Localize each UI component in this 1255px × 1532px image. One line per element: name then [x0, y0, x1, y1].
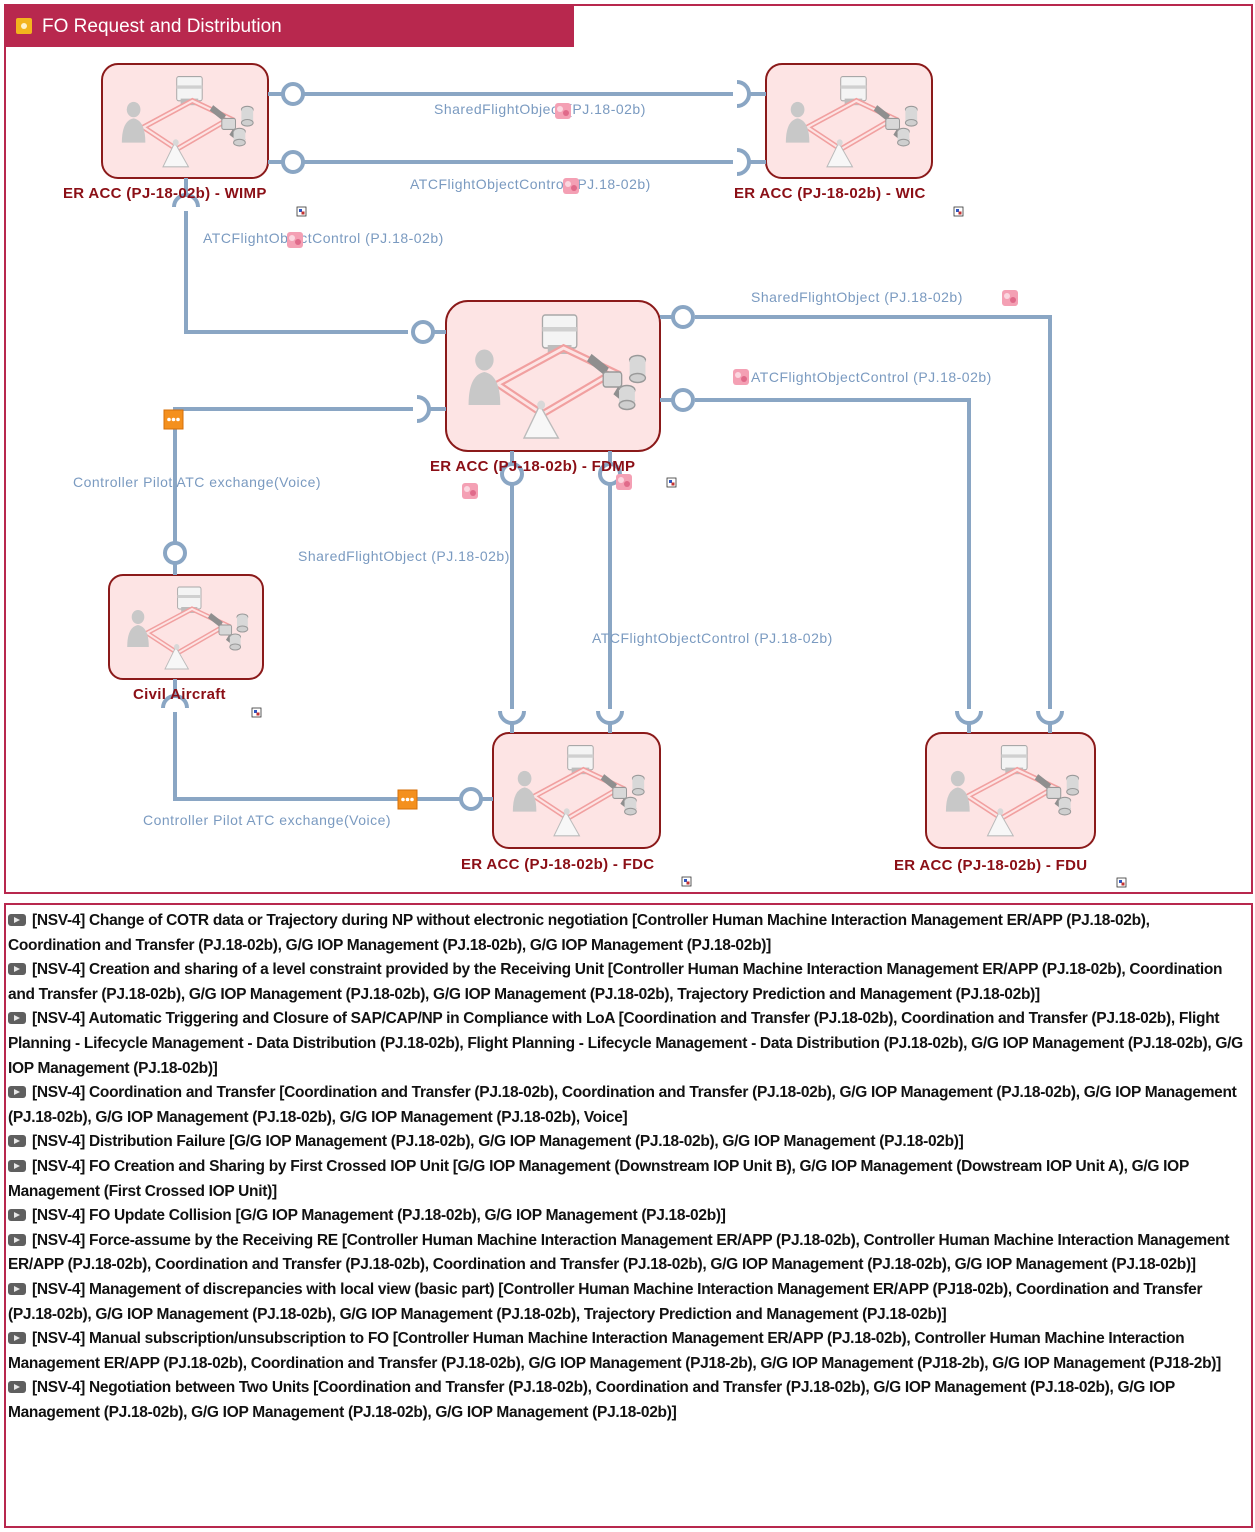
list-item[interactable]: [NSV-4] FO Creation and Sharing by First… — [8, 1155, 1245, 1204]
connection-label: ATCFlightObjectControl (PJ.18-02b) — [751, 369, 992, 385]
node-label-fdc: ER ACC (PJ-18-02b) - FDC — [461, 856, 654, 873]
list-item[interactable]: [NSV-4] Coordination and Transfer [Coord… — [8, 1081, 1245, 1130]
arrow-right-icon — [8, 1012, 26, 1025]
list-item[interactable]: [NSV-4] Distribution Failure [G/G IOP Ma… — [8, 1130, 1245, 1155]
provided-port-wimp-shared[interactable] — [281, 82, 305, 106]
required-port-fdc-shared[interactable] — [498, 710, 526, 725]
list-item[interactable]: [NSV-4] Automatic Triggering and Closure… — [8, 1007, 1245, 1081]
arrow-right-icon — [8, 1135, 26, 1148]
connector-fdmp-fdu-shared[interactable] — [695, 315, 1052, 709]
provided-port-fdmp-atc[interactable] — [411, 320, 435, 344]
connection-label: SharedFlightObject (PJ.18-02b) — [434, 101, 646, 117]
link-marker-icon[interactable] — [681, 876, 692, 887]
arrow-right-icon — [8, 914, 26, 926]
link-marker-icon[interactable] — [251, 707, 262, 718]
connector-fdmp-wimp-atc[interactable] — [184, 211, 408, 334]
connection-label: ATCFlightObjectControl (PJ.18-02b) — [410, 176, 651, 192]
association-icon — [616, 474, 632, 490]
note-text: [NSV-4] Change of COTR data or Trajector… — [8, 912, 1150, 954]
list-item[interactable]: [NSV-4] Force-assume by the Receiving RE… — [8, 1229, 1245, 1278]
provided-port-fdmp-shared-2[interactable] — [500, 462, 524, 486]
node-label-wimp: ER ACC (PJ-18-02b) - WIMP — [63, 185, 267, 202]
provided-port-civil-voice[interactable] — [163, 541, 187, 565]
node-fdu[interactable] — [925, 732, 1096, 849]
connection-label: Controller Pilot ATC exchange(Voice) — [143, 812, 391, 828]
association-icon — [1002, 290, 1018, 306]
connection-label: Controller Pilot ATC exchange(Voice) — [73, 474, 321, 490]
list-item[interactable]: [NSV-4] Negotiation between Two Units [C… — [8, 1376, 1245, 1425]
link-marker-icon[interactable] — [296, 206, 307, 217]
note-text: [NSV-4] Force-assume by the Receiving RE… — [8, 1231, 1230, 1274]
node-label-fdu: ER ACC (PJ-18-02b) - FDU — [894, 857, 1087, 874]
link-marker-icon[interactable] — [1116, 877, 1127, 888]
connector-fdc-civil-voice[interactable] — [173, 712, 462, 801]
required-port-wic-shared[interactable] — [736, 80, 751, 108]
connector-fdmp-fdu-atc[interactable] — [695, 398, 971, 709]
note-text: [NSV-4] FO Creation and Sharing by First… — [8, 1157, 1189, 1200]
node-fdc[interactable] — [492, 732, 661, 849]
association-icon — [555, 103, 571, 119]
note-text: [NSV-4] Management of discrepancies with… — [8, 1280, 1203, 1323]
node-label-wic: ER ACC (PJ-18-02b) - WIC — [734, 185, 926, 202]
node-fdmp[interactable] — [445, 300, 661, 452]
list-item[interactable]: [NSV-4] Management of discrepancies with… — [8, 1278, 1245, 1327]
node-civil[interactable] — [108, 574, 264, 680]
list-item[interactable]: [NSV-4] Manual subscription/unsubscripti… — [8, 1327, 1245, 1376]
diagram-title-tab[interactable]: FO Request and Distribution — [6, 6, 574, 47]
association-icon — [462, 483, 478, 499]
note-text: [NSV-4] Distribution Failure [G/G IOP Ma… — [32, 1133, 964, 1151]
note-text: [NSV-4] Automatic Triggering and Closure… — [8, 1010, 1243, 1077]
list-item[interactable]: [NSV-4] Change of COTR data or Trajector… — [8, 909, 1245, 958]
note-text: [NSV-4] Negotiation between Two Units [C… — [8, 1379, 1175, 1421]
required-port-fdmp-voice[interactable] — [416, 395, 431, 423]
diagram-canvas: SharedFlightObject (PJ.18-02b) ATCFlight… — [63, 63, 1127, 888]
link-marker-icon[interactable] — [666, 477, 677, 488]
arrow-right-icon — [8, 1332, 26, 1345]
arrow-right-icon — [8, 1159, 26, 1172]
provided-port-fdc-voice[interactable] — [459, 787, 483, 811]
note-text: [NSV-4] Coordination and Transfer [Coord… — [8, 1084, 1237, 1126]
association-icon — [287, 232, 303, 248]
note-text: [NSV-4] Manual subscription/unsubscripti… — [8, 1330, 1221, 1372]
association-icon — [563, 178, 579, 194]
provided-port-wimp-atc[interactable] — [281, 150, 305, 174]
required-port-fdu-atc[interactable] — [955, 710, 983, 725]
voice-channel-icon — [397, 789, 418, 810]
diagram-frame: FO Request and Distribution — [4, 4, 1253, 894]
node-wimp[interactable] — [101, 63, 269, 179]
arrow-right-icon — [8, 1282, 26, 1295]
diagram-icon — [16, 18, 32, 34]
connector-civil-fdmp-voice[interactable] — [173, 407, 413, 543]
note-text: [NSV-4] Creation and sharing of a level … — [8, 961, 1223, 1003]
connection-label: ATCFlightObjectControl (PJ.18-02b) — [592, 630, 833, 646]
arrow-right-icon — [8, 963, 26, 976]
connection-label: ATCFlightObjectControl (PJ.18-02b) — [203, 230, 444, 246]
notes-list: [NSV-4] Change of COTR data or Trajector… — [6, 905, 1251, 1425]
node-wic[interactable] — [765, 63, 933, 179]
arrow-right-icon — [8, 1086, 26, 1099]
required-port-wic-atc[interactable] — [736, 148, 751, 176]
arrow-right-icon — [8, 1209, 26, 1222]
arrow-right-icon — [8, 1381, 26, 1394]
link-marker-icon[interactable] — [953, 206, 964, 217]
required-port-fdc-atc[interactable] — [596, 710, 624, 725]
note-text: [NSV-4] FO Update Collision [G/G IOP Man… — [32, 1207, 726, 1225]
required-port-fdu-shared[interactable] — [1036, 710, 1064, 725]
provided-port-fdmp-atc-2[interactable] — [671, 388, 695, 412]
list-item[interactable]: [NSV-4] FO Update Collision [G/G IOP Man… — [8, 1204, 1245, 1229]
diagram-title: FO Request and Distribution — [42, 16, 282, 37]
connection-label: SharedFlightObject (PJ.18-02b) — [751, 289, 963, 305]
notes-panel: [NSV-4] Change of COTR data or Trajector… — [4, 903, 1253, 1528]
association-icon — [733, 369, 749, 385]
connection-label: SharedFlightObject (PJ.18-02b) — [298, 548, 510, 564]
list-item[interactable]: [NSV-4] Creation and sharing of a level … — [8, 958, 1245, 1007]
node-label-fdmp: ER ACC (PJ-18-02b) - FDMP — [430, 458, 635, 475]
provided-port-fdmp-shared[interactable] — [671, 305, 695, 329]
arrow-right-icon — [8, 1233, 26, 1246]
node-label-civil: Civil Aircraft — [133, 686, 226, 703]
voice-channel-icon — [163, 409, 184, 430]
